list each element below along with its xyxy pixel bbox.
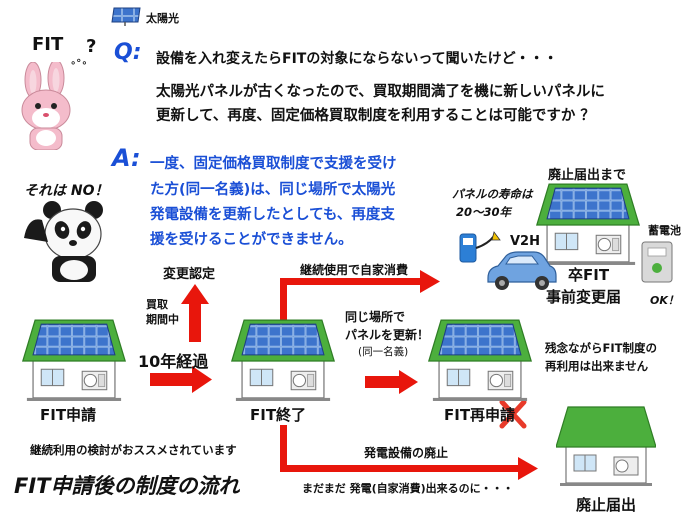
unfortunately-label-1: 残念ながらFIT制度の bbox=[545, 341, 657, 355]
answer-line-1: 一度、固定価格買取制度で支援を受け bbox=[150, 156, 397, 172]
until-abolish-label: 廃止届出まで bbox=[548, 168, 627, 183]
continued-use-label: 継続使用で自家消費 bbox=[300, 263, 409, 277]
fit-apply-label: FIT申請 bbox=[40, 406, 97, 424]
solar-panel-icon bbox=[110, 6, 142, 26]
a-marker: A: bbox=[112, 144, 141, 172]
abolish-equipment-label: 発電設備の廃止 bbox=[364, 446, 449, 460]
v2h-label: V2H bbox=[510, 234, 540, 249]
house-fit-apply bbox=[22, 316, 126, 402]
question-mark: ? bbox=[86, 36, 97, 57]
q-marker: Q: bbox=[114, 40, 142, 65]
update-panel-arrow bbox=[365, 370, 418, 394]
update-panel-label-1: 同じ場所で bbox=[345, 310, 406, 324]
panel-life-label-2: 20～30年 bbox=[456, 205, 512, 219]
flow-title: FIT申請後の制度の流れ bbox=[14, 474, 240, 498]
house-abolish bbox=[556, 402, 656, 488]
panda-mascot-icon bbox=[18, 198, 118, 282]
q-line-3: 更新して、再度、固定価格買取制度を利用することは可能ですか ？ bbox=[156, 108, 595, 124]
cross-mark-icon bbox=[499, 399, 527, 429]
continued-use-arrow bbox=[280, 270, 440, 322]
abolish-arrow bbox=[280, 425, 538, 480]
fit-label: FIT bbox=[32, 34, 64, 55]
rabbit-mascot-icon bbox=[8, 62, 86, 150]
update-panel-label-2: パネルを更新！ bbox=[345, 328, 430, 342]
q-line-2: 太陽光パネルが古くなったので、買取期間満了を機に新しいパネルに bbox=[156, 84, 605, 100]
battery-label: 蓄電池 bbox=[648, 224, 681, 237]
ten-years-arrow bbox=[150, 366, 212, 393]
graduate-fit-label-2: 事前変更届 bbox=[546, 288, 622, 306]
answer-line-2: た方(同一名義)は、同じ場所で太陽光 bbox=[150, 182, 396, 198]
purchase-period-label-2: 期間中 bbox=[146, 313, 179, 326]
house-fit-end bbox=[231, 316, 335, 402]
purchase-period-label-1: 買取 bbox=[146, 298, 168, 311]
fit-end-label: FIT終了 bbox=[250, 406, 307, 424]
update-panel-label-3: (同一名義) bbox=[358, 346, 409, 358]
ok-label: OK！ bbox=[650, 294, 679, 307]
graduate-fit-label-1: 卒FIT bbox=[568, 266, 610, 284]
solar-label: 太陽光 bbox=[146, 12, 179, 25]
abolish-notice-label: 廃止届出 bbox=[576, 496, 637, 514]
battery-icon bbox=[640, 240, 674, 284]
change-approval-label: 変更認定 bbox=[163, 267, 216, 282]
electric-car-icon bbox=[484, 250, 558, 292]
ev-charger-icon bbox=[458, 230, 508, 264]
answer-line-4: 援を受けることができません。 bbox=[150, 232, 353, 248]
panel-life-label-1: パネルの寿命は bbox=[452, 187, 533, 201]
fit-reapply-label: FIT再申請 bbox=[444, 406, 516, 424]
still-can-label: まだまだ 発電(自家消費)出来るのに・・・ bbox=[302, 482, 514, 495]
thought-dots: ∘°∘ bbox=[70, 58, 88, 69]
recommend-label: 継続利用の検討がおススメされています bbox=[30, 443, 237, 457]
panda-label: それは NO！ bbox=[24, 183, 109, 199]
ten-years-label: 10年経過 bbox=[138, 352, 209, 371]
house-fit-reapply bbox=[428, 316, 532, 402]
unfortunately-label-2: 再利用は出来ません bbox=[545, 359, 649, 373]
up-arrow bbox=[181, 284, 209, 342]
answer-line-3: 発電設備を更新したとしても、再度支 bbox=[150, 207, 395, 223]
q-line-1: 設備を入れ変えたらFITの対象にならないって聞いたけど・・・ bbox=[156, 51, 558, 67]
